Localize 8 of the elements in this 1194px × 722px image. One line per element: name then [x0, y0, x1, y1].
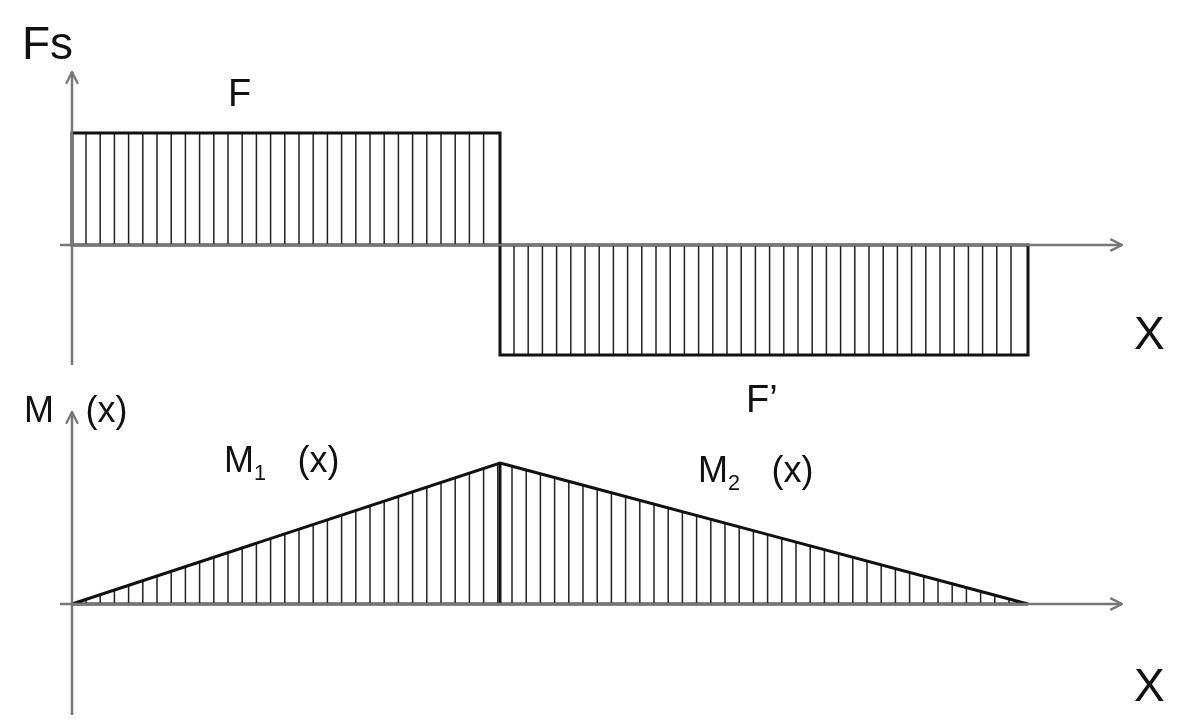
axis-label: M (x): [24, 392, 128, 428]
axis-label: Fs: [22, 20, 74, 66]
function-label: M$_{2}$ (x): [698, 452, 814, 494]
function-label: M$_{1}$ (x): [224, 442, 340, 484]
value-label: F’: [746, 380, 778, 418]
axis-label: X: [1134, 662, 1165, 708]
axis-label: X: [1134, 310, 1165, 356]
value-label: F: [228, 74, 252, 112]
